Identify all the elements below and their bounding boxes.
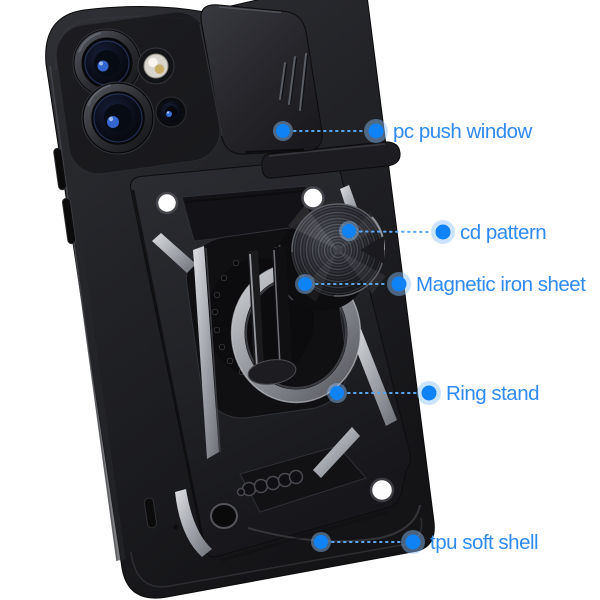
plate-top-recess-shadow [185, 190, 304, 203]
camera-cover-push-window [199, 4, 323, 155]
slide-rail-highlight [268, 143, 386, 157]
callout-label: tpu soft shell [430, 531, 538, 554]
bottom-port-slot [144, 497, 157, 529]
accent-left-streak [193, 246, 219, 459]
slide-rail [261, 141, 401, 179]
screw-hole-top-left [155, 191, 179, 215]
callout-dot-icon [421, 385, 437, 401]
tpu-seam [247, 504, 421, 543]
disc-notch [360, 236, 384, 264]
phone-case-photo [45, 0, 435, 599]
callout-point-icon [276, 124, 290, 138]
callout-tpu-soft-shell: tpu soft shell [311, 530, 539, 554]
callout-label: Ring stand [446, 382, 539, 405]
callout-dot-icon [405, 534, 421, 550]
plate-edge-shadow [131, 189, 206, 546]
case-side-band [49, 69, 126, 561]
callout-dot-icon [368, 123, 384, 139]
case-edge-highlight [49, 65, 118, 562]
accent-bottom-chevron [313, 427, 360, 478]
side-button-volume [53, 147, 67, 191]
callout-cd-pattern: cd pattern [339, 220, 547, 244]
leader-line [359, 230, 432, 233]
callout-point-icon [330, 386, 344, 400]
callout-ring-stand: Ring stand [327, 381, 540, 405]
callout-magnetic-iron-sheet: Magnetic iron sheet [295, 272, 587, 296]
accent-bottom-left-corner [175, 489, 212, 557]
camera-flash [137, 47, 175, 85]
callouts: pc push window cd pattern Magnetic iron … [273, 119, 587, 554]
callout-pc-push-window: pc push window [273, 119, 533, 143]
plate-bottom-shadow [221, 510, 389, 562]
texture-circles [236, 469, 304, 497]
callout-label: pc push window [393, 120, 533, 143]
callout-point-icon [314, 535, 328, 549]
ring-bracket [247, 246, 297, 385]
side-button-power [61, 197, 77, 245]
callout-point-icon [342, 224, 356, 238]
screw-hole-bottom-right [369, 477, 395, 503]
cover-grip-grooves [279, 53, 309, 111]
screw-hole-bottom-left [210, 503, 238, 529]
screw-hole-top-right [301, 186, 325, 210]
accent-top-left [152, 233, 196, 273]
accent-left-edge-line [205, 247, 221, 453]
camera-lens-bottom-left [81, 81, 155, 155]
callout-dot-icon [391, 276, 407, 292]
callout-label: cd pattern [460, 221, 546, 244]
callout-dot-icon [435, 224, 451, 240]
camera-lens-small [155, 96, 187, 128]
mic-hole [173, 524, 179, 530]
callout-point-icon [298, 277, 312, 291]
accent-right-streak [350, 329, 397, 426]
callout-label: Magnetic iron sheet [416, 273, 586, 296]
